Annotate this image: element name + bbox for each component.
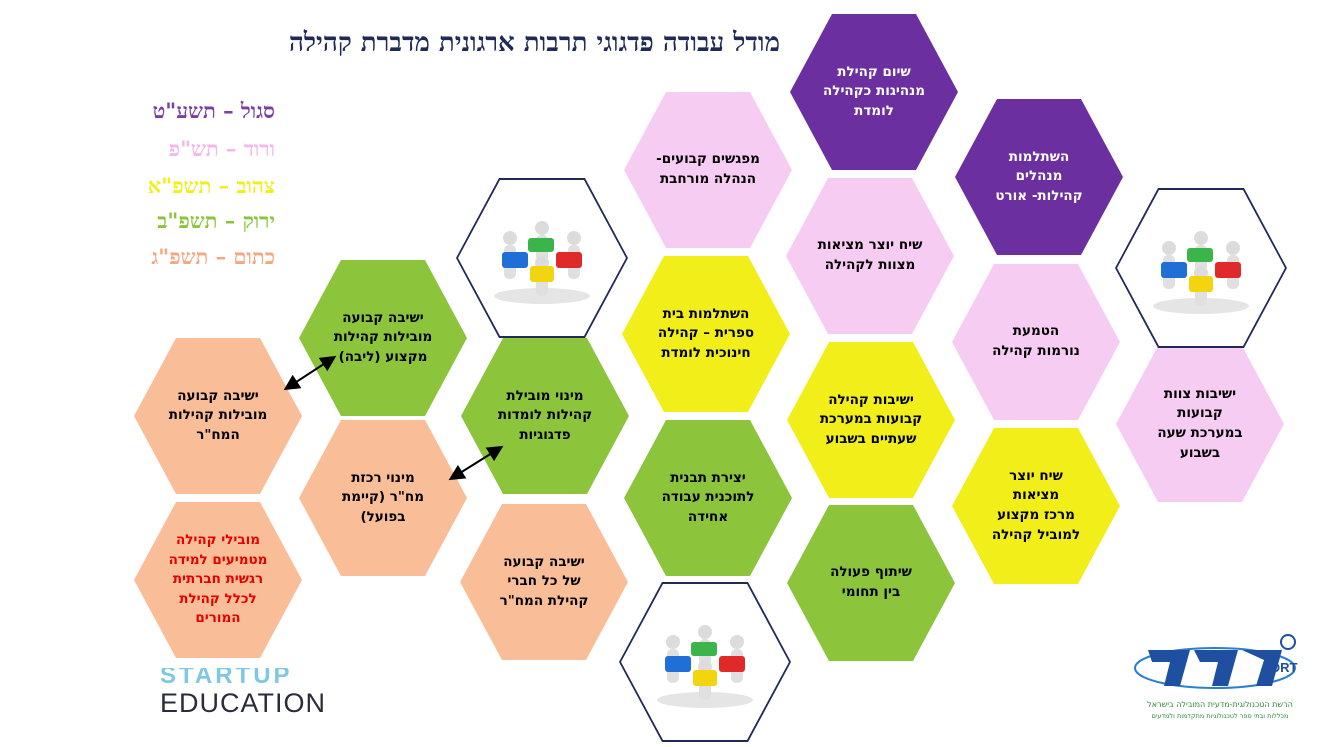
hex-siyum-text: שיום קהילת מנהיגות כקהילה לומדת bbox=[823, 63, 926, 119]
hex-yetzirat-tavnit: יצירת תבנית לתוכנית עבודה אחידה bbox=[622, 418, 794, 578]
hex-puzzle-image-bottom bbox=[619, 582, 791, 742]
hex-hishtalmut-menahalim: השתלמות מנהלים קהילות- אורט bbox=[953, 97, 1125, 257]
hex-yeshivot-tzevet: ישיבות צוות קבועות במערכת שעה בשבוע bbox=[1114, 344, 1286, 504]
hex-mifgashim-text: מפגשים קבועים- הנהלה מורחבת bbox=[656, 151, 760, 187]
legend-green: ירוק – תשפ"ב bbox=[157, 208, 275, 233]
puzzle-people-icon bbox=[494, 221, 590, 304]
hex-puzzle-image-top bbox=[456, 178, 628, 338]
hex-yeshiva-kol-text: ישיבה קבועה של כל חברי קהילת המח"ר bbox=[499, 553, 589, 609]
hex-movilei-kehila-text: מובילי קהילה מטמיעים למידה רגשית חברתית … bbox=[168, 532, 268, 627]
ort-emblem-icon: ORT bbox=[1134, 634, 1298, 689]
hex-minui-movilat: מינוי מובילת קהילות לומדות פדגוגיות bbox=[459, 336, 631, 496]
ort-logo: ORT הרשת הטכנולוגית-מדעית המובילה בישראל… bbox=[1120, 630, 1320, 745]
startup-education-logo: STARTUP EDUCATION bbox=[160, 668, 350, 728]
hex-hishtalmut-menahalim-text: השתלמות מנהלים קהילות- אורט bbox=[995, 148, 1083, 204]
legend-pink: ורוד – תש"פ bbox=[168, 136, 275, 161]
hex-hatmaat: הטמעת נורמות קהילה bbox=[950, 262, 1122, 422]
hex-yeshiva-mikzua-text: ישיבה קבועה מובילות קהילות מקצוע (ליבה) bbox=[333, 309, 433, 365]
hex-siyum: שיום קהילת מנהיגות כקהילה לומדת bbox=[788, 12, 960, 172]
legend-orange: כתום – תשפ"ג bbox=[151, 244, 275, 269]
hex-siach-mitzuyot: שיח יוצר מציאות מצוות לקהילה bbox=[784, 176, 956, 336]
startup-text: STARTUP bbox=[160, 668, 293, 686]
hex-shituf-peula-text: שיתוף פעולה בין תחומי bbox=[830, 564, 912, 600]
hex-hishtalmut-beit-text: השתלמות בית ספרית – קהילה חינוכית לומדת bbox=[657, 305, 755, 361]
hex-yeshiva-kol: ישיבה קבועה של כל חברי קהילת המח"ר bbox=[458, 502, 630, 662]
hex-siach-mitzuyot-text: שיח יוצר מציאות מצוות לקהילה bbox=[817, 237, 923, 273]
hex-yeshivot-kehila-text: ישיבות קהילה קבועות במערכת שעתיים בשבוע bbox=[819, 391, 923, 447]
legend-purple: סגול – תשע"ט bbox=[152, 98, 275, 123]
hex-siach-merkaz-text: שיח יוצר מציאות מרכז מקצוע למוביל קהילה bbox=[991, 467, 1081, 543]
hex-yeshivot-kehila: ישיבות קהילה קבועות במערכת שעתיים בשבוע bbox=[785, 340, 957, 500]
hex-mifgashim: מפגשים קבועים- הנהלה מורחבת bbox=[622, 90, 794, 250]
hex-yeshiva-mahar-text: ישיבה קבועה מובילות קהילות המח"ר bbox=[168, 387, 268, 443]
hex-shituf-peula: שיתוף פעולה בין תחומי bbox=[785, 503, 957, 663]
ort-subtagline: מכללות ובתי ספר לטכנולוגיות מתקדמות ולמד… bbox=[1151, 712, 1289, 720]
ort-tagline: הרשת הטכנולוגית-מדעית המובילה בישראל bbox=[1147, 700, 1293, 709]
puzzle-people-icon bbox=[657, 625, 753, 708]
education-text: EDUCATION bbox=[160, 688, 327, 718]
hex-minui-rakezet-text: מינוי רכזת מח"ר (קיימת בפועל) bbox=[342, 469, 424, 525]
legend-yellow: צהוב – תשפ"א bbox=[147, 173, 275, 198]
hex-yeshiva-mikzua: ישיבה קבועה מובילות קהילות מקצוע (ליבה) bbox=[297, 258, 469, 418]
hex-hatmaat-text: הטמעת נורמות קהילה bbox=[992, 323, 1080, 359]
hex-siach-merkaz: שיח יוצר מציאות מרכז מקצוע למוביל קהילה bbox=[950, 426, 1122, 586]
hex-puzzle-image-right bbox=[1115, 188, 1287, 348]
hex-hishtalmut-beit: השתלמות בית ספרית – קהילה חינוכית לומדת bbox=[620, 254, 792, 414]
puzzle-people-icon bbox=[1153, 231, 1249, 314]
hex-minui-rakezet: מינוי רכזת מח"ר (קיימת בפועל) bbox=[297, 418, 469, 578]
hex-yeshivot-tzevet-text: ישיבות צוות קבועות במערכת שעה בשבוע bbox=[1157, 385, 1243, 461]
ort-latin-text: ORT bbox=[1270, 660, 1298, 675]
hex-yeshiva-mahar: ישיבה קבועה מובילות קהילות המח"ר bbox=[132, 336, 304, 496]
hex-yetzirat-tavnit-text: יצירת תבנית לתוכנית עבודה אחידה bbox=[661, 469, 755, 525]
hex-movilei-kehila: מובילי קהילה מטמיעים למידה רגשית חברתית … bbox=[132, 500, 304, 660]
hex-minui-movilat-text: מינוי מובילת קהילות לומדות פדגוגיות bbox=[497, 387, 593, 443]
slide-title: מודל עבודה פדגוגי תרבות ארגונית מדברת קה… bbox=[288, 28, 780, 58]
